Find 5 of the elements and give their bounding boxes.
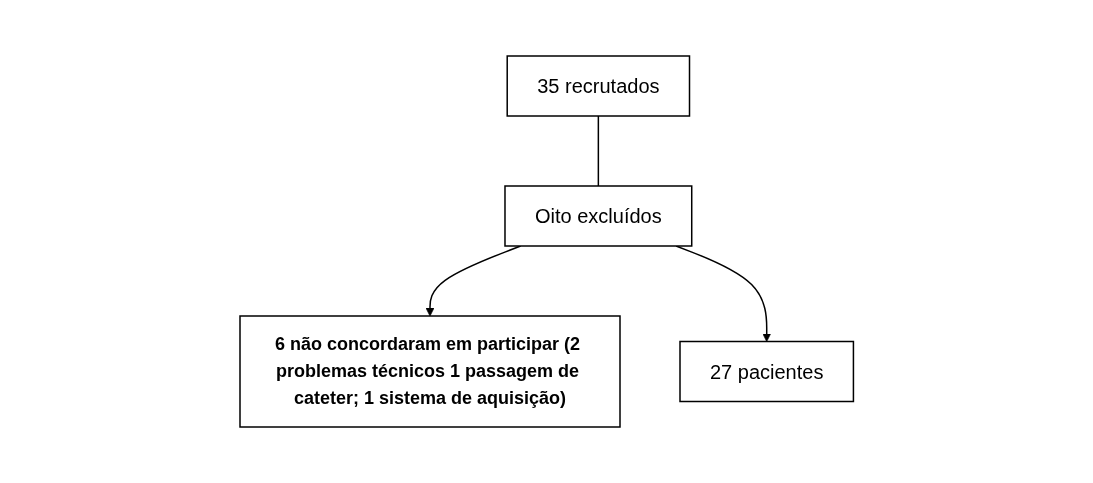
connector [597,115,599,187]
node-box: 35 recrutados [506,55,691,117]
node-box: 6 não concordaram em participar (2 problemas técnicos 1 passagem de cateter; 1 sistema de aquisição) [239,315,621,428]
node-box: 27 pacientes [679,340,854,403]
node-box: Oito excluídos [504,185,693,247]
